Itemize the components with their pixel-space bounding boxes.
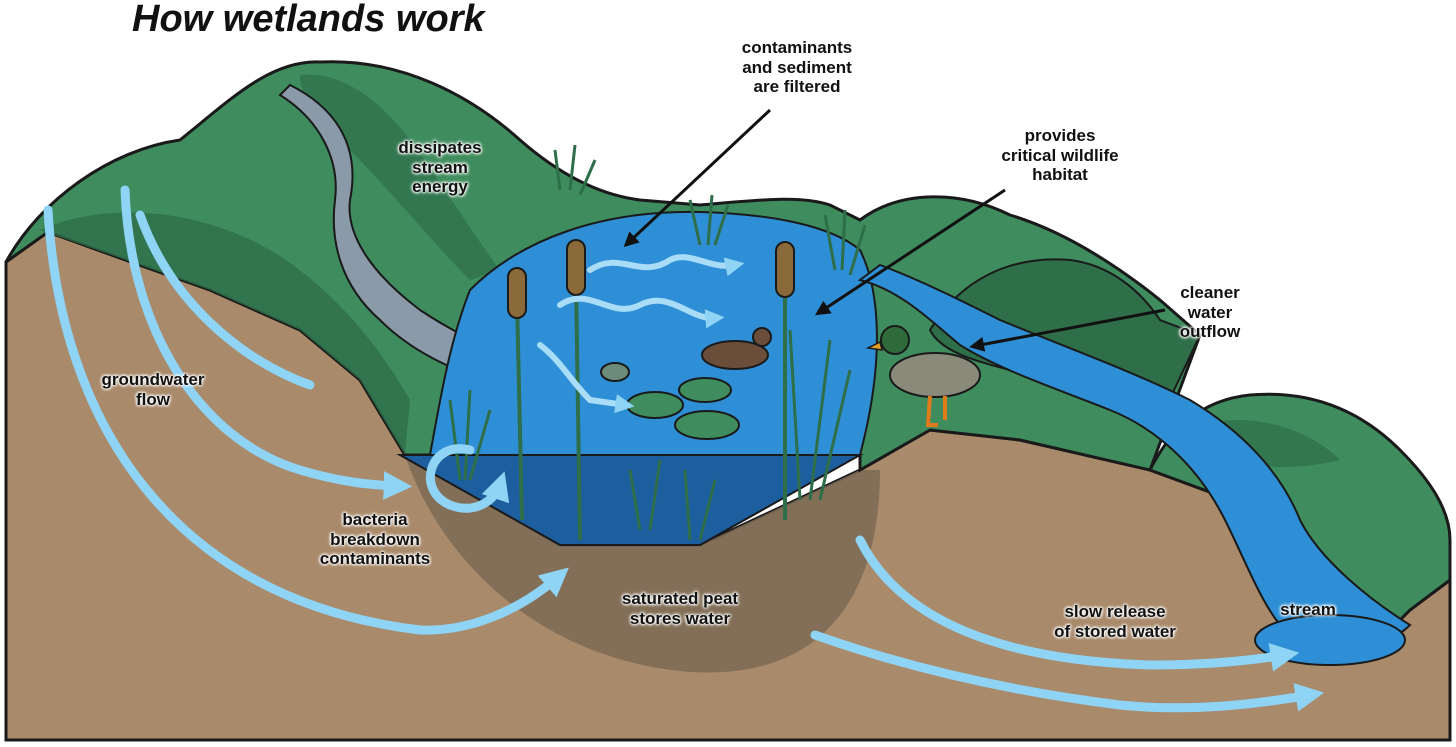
saturated-peat-zone xyxy=(405,455,880,673)
hill-shading-2 xyxy=(300,74,500,281)
mallard-duck xyxy=(865,325,981,427)
label-contaminants-filtered: contaminants and sediment are filtered xyxy=(741,38,853,97)
groundwater-arrow-3 xyxy=(135,210,315,390)
label-dissipates-energy: dissipates stream energy xyxy=(398,138,482,197)
pointer-cleaner-outflow xyxy=(969,308,1166,352)
groundwater-flow-arrows xyxy=(43,185,1325,713)
cattail xyxy=(566,239,586,541)
slow-release-arrow-2 xyxy=(810,630,1325,713)
label-saturated-peat: saturated peat stores water xyxy=(621,589,739,628)
wetland-pond xyxy=(428,210,878,456)
pond-flow-arrows xyxy=(537,254,745,414)
lily-pad xyxy=(674,410,740,440)
pond-underwater xyxy=(396,454,864,546)
label-wildlife-habitat: provides critical wildlife habitat xyxy=(1001,126,1119,185)
hill-shading xyxy=(40,212,410,455)
pointer-contaminants xyxy=(623,108,772,248)
groundwater-arrow-2 xyxy=(120,185,413,500)
label-bacteria-breakdown: bacteria breakdown contaminants xyxy=(319,510,431,569)
bacteria-cycle-arrow xyxy=(425,444,510,513)
diagram-title: How wetlands work xyxy=(132,0,485,40)
label-stream: stream xyxy=(1280,600,1336,619)
slow-release-arrow-1 xyxy=(855,535,1300,672)
lily-pad xyxy=(678,377,732,403)
label-groundwater-flow: groundwater flow xyxy=(101,370,205,409)
pointer-wildlife-habitat xyxy=(814,188,1006,316)
turtle xyxy=(600,362,630,382)
reed-clump xyxy=(448,144,867,541)
label-slow-release: slow release of stored water xyxy=(1054,602,1176,641)
lily-pad xyxy=(626,391,684,419)
groundwater-arrow-1 xyxy=(43,205,569,635)
swimming-duck xyxy=(701,327,772,370)
cattail xyxy=(507,267,527,521)
label-cleaner-outflow: cleaner water outflow xyxy=(1179,283,1241,342)
cattail xyxy=(775,241,795,520)
